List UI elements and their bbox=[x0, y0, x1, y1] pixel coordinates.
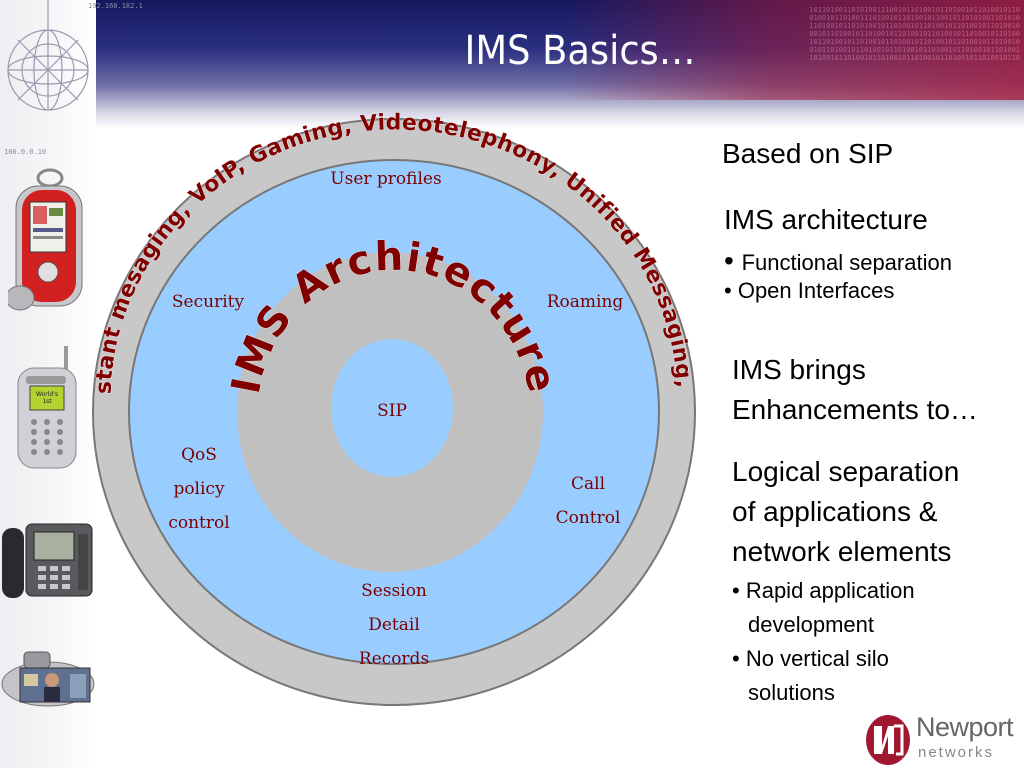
qos-line-3: control bbox=[168, 513, 230, 533]
header-red-wash bbox=[560, 0, 1024, 100]
roaming-label: Roaming bbox=[546, 292, 624, 312]
call-control-label: Call Control bbox=[540, 467, 636, 535]
header-band: 1011010011010100111001011010010110100101… bbox=[0, 0, 1024, 128]
architecture-bullet-2: • Open Interfaces bbox=[724, 278, 895, 303]
pda-phone-icon bbox=[8, 168, 83, 311]
logical-separation-heading: Logical separation of applications & net… bbox=[732, 452, 959, 572]
ip-label-top: 192.168.182.1 bbox=[88, 2, 143, 10]
qos-line-2: policy bbox=[173, 479, 225, 499]
call-control-line-2: Control bbox=[555, 508, 621, 528]
newport-networks-logo: Newport networks bbox=[864, 710, 1024, 768]
binary-pattern: 1011010011010100111001011010010110100101… bbox=[809, 6, 1020, 62]
qos-line-1: QoS bbox=[181, 445, 217, 465]
separation-bullet-1: • Rapid application development bbox=[732, 578, 915, 637]
call-control-line-1: Call bbox=[570, 474, 606, 494]
ims-brings-line-2: Enhancements to… bbox=[732, 394, 978, 425]
separation-line-1: Logical separation bbox=[732, 456, 960, 487]
security-label: Security bbox=[171, 292, 245, 312]
logo-text-networks: networks bbox=[918, 744, 995, 761]
sdr-line-2: Detail bbox=[368, 615, 420, 635]
ims-architecture-heading: IMS architecture bbox=[724, 204, 928, 235]
svg-text:1st: 1st bbox=[42, 398, 52, 405]
sip-center-label: SIP bbox=[377, 401, 407, 421]
session-detail-records-label: Session Detail Records bbox=[340, 574, 448, 676]
mobile-phone-icon: World's 1st bbox=[17, 346, 77, 469]
separation-line-2: of applications & bbox=[732, 496, 938, 527]
architecture-bullet-1: • Functional separation bbox=[724, 245, 952, 276]
sip-core bbox=[331, 339, 453, 477]
newport-logo-mark-icon bbox=[866, 715, 910, 765]
qos-policy-control-label: QoS policy control bbox=[148, 438, 250, 540]
ims-brings-line-1: IMS brings bbox=[732, 354, 866, 385]
ip-label-left: 100.0.0.10 bbox=[4, 148, 47, 156]
sdr-line-1: Session bbox=[361, 581, 427, 601]
separation-line-3: network elements bbox=[732, 536, 952, 567]
separation-bullet-list: • Rapid application development • No ver… bbox=[732, 574, 915, 710]
separation-bullet-2: • No vertical silo solutions bbox=[732, 646, 889, 705]
wireframe-globe-icon bbox=[7, 0, 89, 111]
video-phone-icon bbox=[1, 651, 95, 707]
sdr-line-3: Records bbox=[358, 649, 430, 669]
ims-brings-text: IMS brings Enhancements to… bbox=[732, 350, 978, 430]
based-on-sip-text: Based on SIP bbox=[722, 138, 894, 169]
logo-text-newport: Newport bbox=[916, 712, 1014, 742]
architecture-bullet-list: • Functional separation • Open Interface… bbox=[724, 244, 952, 302]
user-profiles-label: User profiles bbox=[330, 169, 442, 189]
svg-text:World's: World's bbox=[36, 391, 58, 398]
desk-phone-icon bbox=[2, 523, 93, 598]
slide-title: IMS Basics… bbox=[464, 28, 696, 74]
